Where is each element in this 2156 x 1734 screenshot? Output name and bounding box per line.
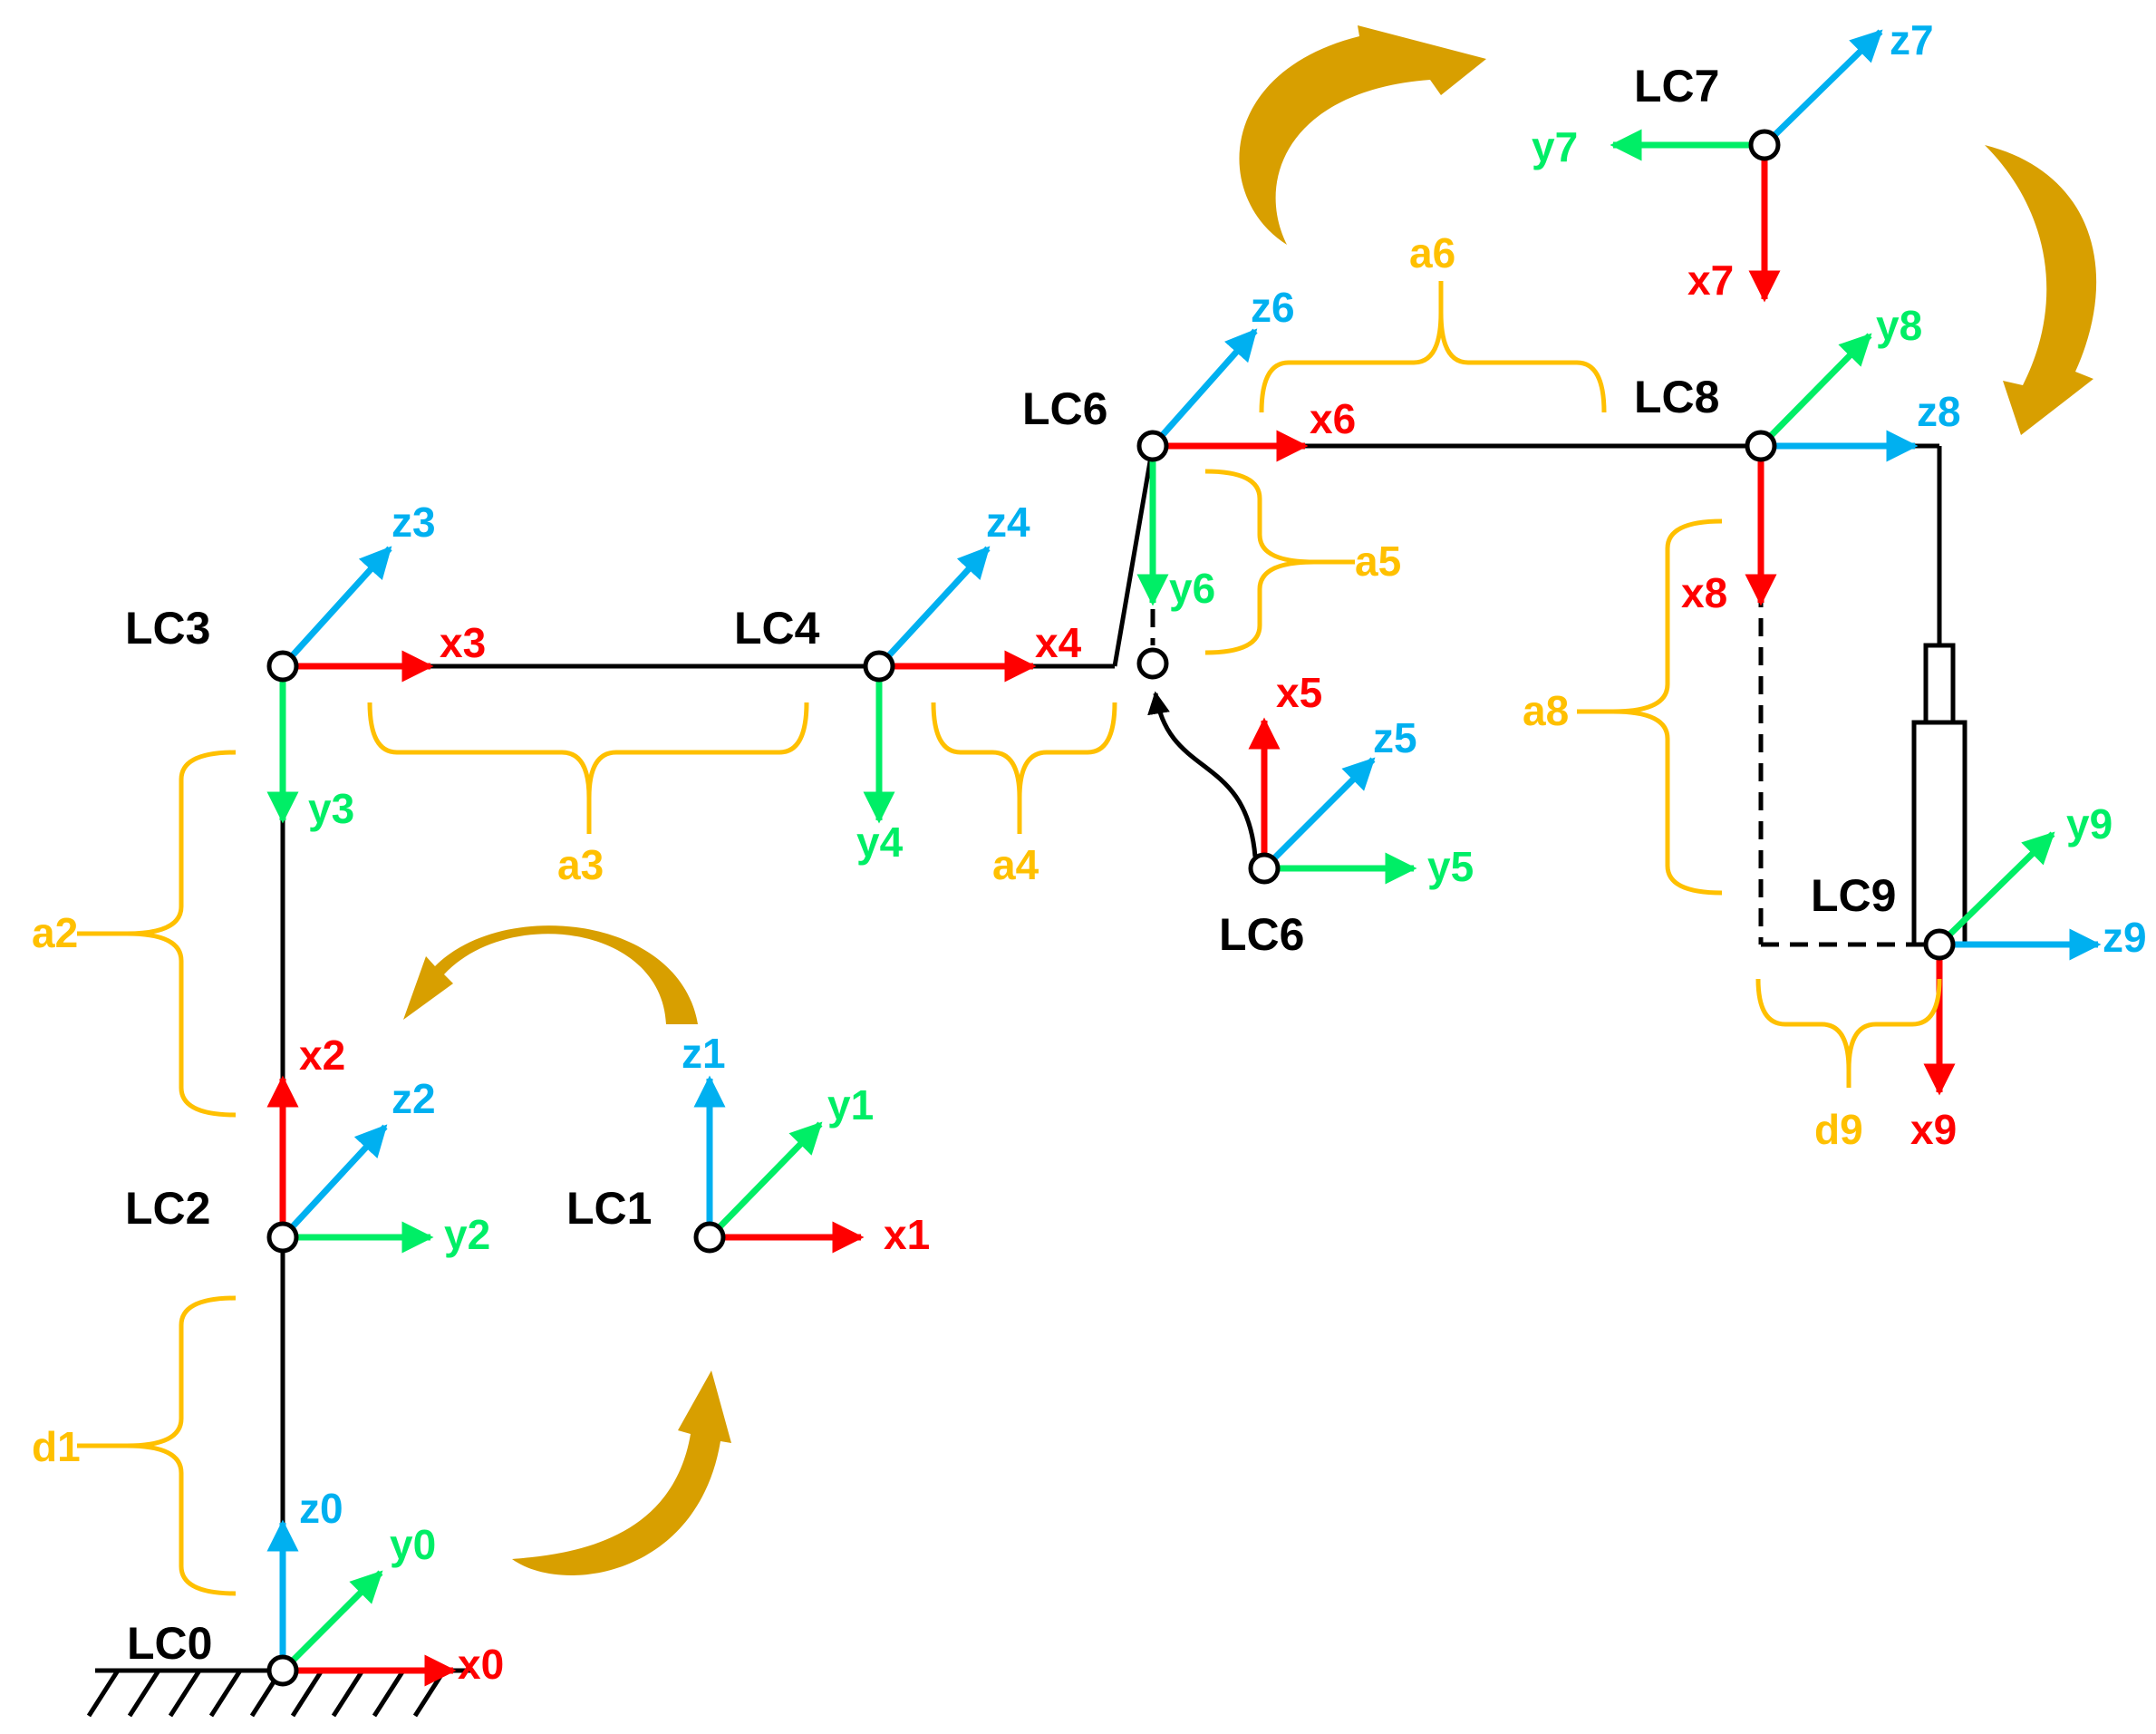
label-z8: z8 (1917, 388, 1961, 435)
axis-y0 (280, 1570, 383, 1673)
label-z1: z1 (682, 1030, 726, 1077)
label-y3: y3 (308, 785, 354, 832)
rotation-arrow-2-icon (403, 925, 698, 1024)
joint-lc1 (693, 1221, 726, 1254)
dim-label-d1: d1 (32, 1423, 81, 1470)
label-y9: y9 (2066, 800, 2112, 848)
label-x2: x2 (299, 1032, 345, 1079)
dim-label-a4: a4 (992, 841, 1039, 888)
label-z5: z5 (1373, 714, 1417, 761)
frame-labels: LC0 LC1 LC2 LC3 LC4 LC6 LC6 LC7 LC8 LC9 (125, 61, 1896, 1669)
rotation-arrow-4-icon (1985, 145, 2097, 435)
rotation-arrows (403, 25, 2097, 1575)
axis-z7 (1762, 29, 1883, 148)
label-z0: z0 (299, 1485, 343, 1532)
frame-label-lc2: LC2 (125, 1183, 210, 1234)
label-z6: z6 (1251, 284, 1295, 331)
rotation-arrow-1-icon (512, 1371, 731, 1575)
joint-lc9 (1923, 928, 1956, 961)
label-y0: y0 (390, 1521, 436, 1568)
frame-label-lc9: LC9 (1811, 870, 1896, 921)
label-x5: x5 (1276, 669, 1322, 716)
label-x7: x7 (1687, 257, 1734, 304)
label-y7: y7 (1532, 123, 1578, 170)
dimension-labels: d1 a2 a3 a4 a5 a6 a8 d9 (32, 229, 1863, 1470)
dim-label-d9: d9 (1814, 1106, 1863, 1153)
joint-lc7 (1748, 129, 1781, 161)
label-x0: x0 (458, 1641, 504, 1688)
frame-label-lc3: LC3 (125, 603, 210, 654)
axis-z5 (1262, 757, 1376, 871)
connector-arrow (1147, 691, 1258, 857)
brace-a3 (367, 702, 809, 799)
frame-label-lc6-bottom: LC6 (1219, 909, 1304, 960)
axis-z6 (1150, 328, 1258, 449)
brace-a2 (126, 750, 237, 1118)
joint-lc6-bottom (1248, 852, 1281, 885)
axis-y8 (1758, 333, 1872, 449)
joints (266, 129, 1956, 1687)
label-x1: x1 (884, 1211, 930, 1258)
dim-label-a5: a5 (1355, 538, 1401, 585)
axis-labels: x0 y0 z0 x1 y1 z1 x2 y2 z2 x3 y3 z3 x4 y… (299, 16, 2147, 1688)
label-x6: x6 (1310, 395, 1356, 442)
label-z3: z3 (392, 499, 436, 546)
frame-label-lc6-top: LC6 (1022, 383, 1107, 434)
rotation-arrow-3-icon (1239, 25, 1486, 245)
label-y1: y1 (827, 1081, 874, 1129)
joint-lc3 (266, 650, 299, 683)
frame-label-lc4: LC4 (734, 603, 820, 654)
joint-lc6-top (1136, 430, 1169, 462)
label-y5: y5 (1427, 843, 1474, 890)
label-z2: z2 (392, 1075, 436, 1122)
brace-a4 (931, 702, 1117, 799)
label-y2: y2 (444, 1211, 490, 1258)
brace-d9 (1755, 978, 1942, 1070)
axis-z2 (280, 1124, 388, 1240)
brace-a5 (1204, 469, 1315, 655)
dim-label-a2: a2 (32, 909, 78, 956)
label-x4: x4 (1035, 619, 1082, 666)
dim-label-a3: a3 (557, 841, 604, 888)
label-z7: z7 (1890, 16, 1934, 63)
label-x3: x3 (440, 619, 486, 666)
axis-z4 (876, 546, 991, 669)
axis-y9 (1937, 831, 2055, 947)
dim-label-a6: a6 (1409, 229, 1455, 276)
robot-links (280, 443, 1967, 1671)
brace-d1 (126, 1295, 237, 1596)
axes (266, 29, 2102, 1687)
label-z9: z9 (2103, 914, 2147, 961)
dimension-leaders (77, 281, 1851, 1448)
label-y4: y4 (856, 819, 904, 866)
dim-label-a8: a8 (1523, 687, 1569, 734)
axis-y1 (707, 1121, 823, 1240)
frame-label-lc7: LC7 (1634, 61, 1719, 111)
joint-lc4 (863, 650, 895, 683)
frame-label-lc0: LC0 (127, 1618, 212, 1669)
joint-virtual (1136, 647, 1169, 680)
axis-z3 (280, 546, 392, 669)
frame-label-lc1: LC1 (566, 1183, 652, 1234)
label-y6: y6 (1169, 565, 1215, 612)
label-y8: y8 (1876, 302, 1922, 349)
frame-label-lc8: LC8 (1634, 372, 1719, 422)
joint-lc0 (266, 1654, 299, 1687)
joint-lc8 (1745, 430, 1777, 462)
joint-lc2 (266, 1221, 299, 1254)
label-x9: x9 (1910, 1106, 1957, 1153)
label-x8: x8 (1681, 569, 1727, 616)
label-z4: z4 (986, 499, 1030, 546)
